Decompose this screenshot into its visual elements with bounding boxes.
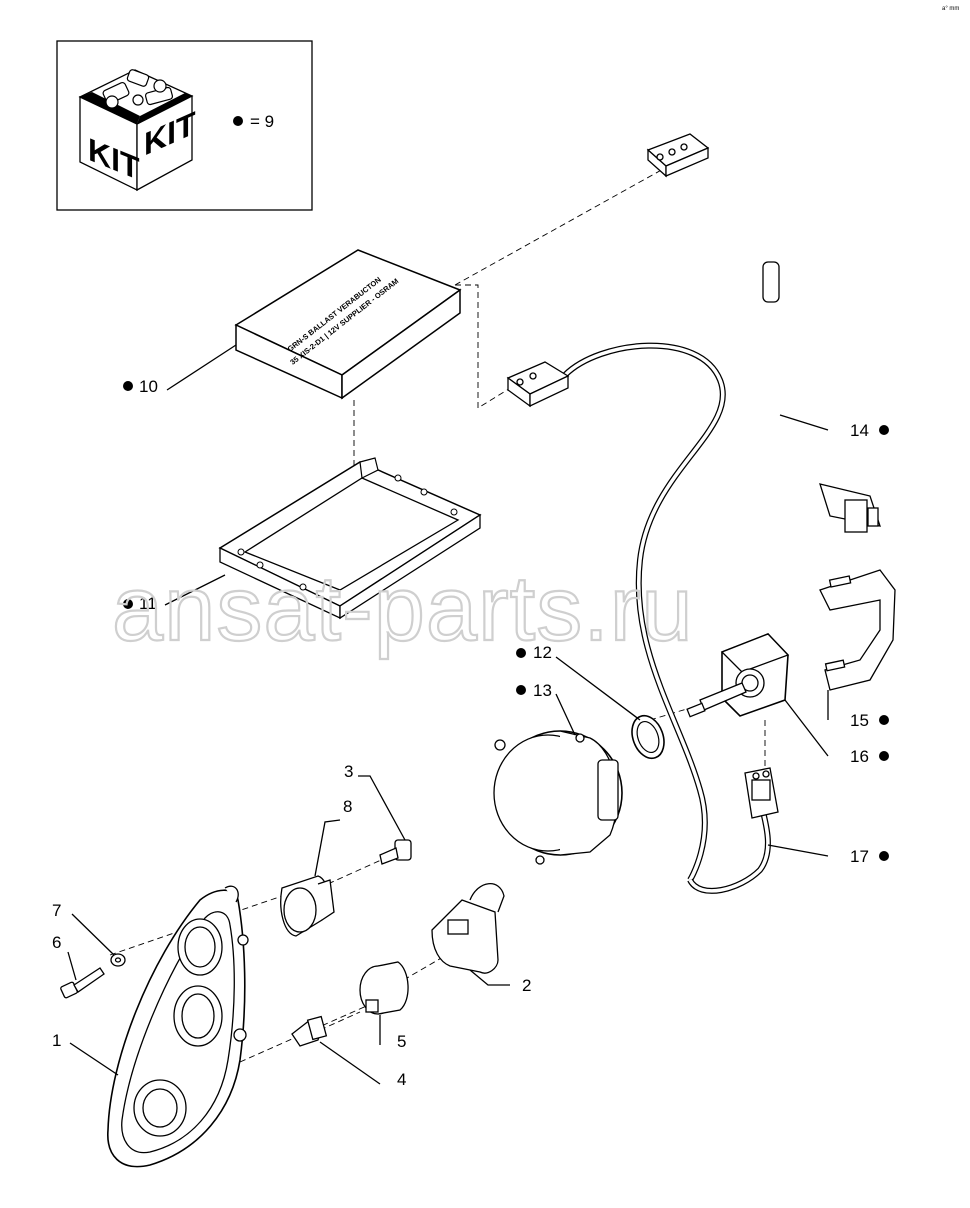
kit-box-icon: KIT KIT bbox=[78, 69, 196, 192]
callout-17: 17 bbox=[850, 847, 869, 866]
kit-legend-box: KIT KIT = 9 bbox=[56, 40, 313, 211]
connector-top bbox=[646, 133, 710, 178]
callout-7: 7 bbox=[52, 901, 61, 920]
part-10-ballast: GRN-S BALLAST VERABUCTON 35 XIS-2-D1 | 1… bbox=[234, 249, 462, 400]
part-3-screw bbox=[379, 839, 412, 865]
callout-2: 2 bbox=[522, 976, 531, 995]
leader-lines bbox=[67, 344, 829, 1085]
part-14-harness bbox=[646, 133, 881, 533]
part-8-bulb-socket bbox=[280, 875, 335, 937]
watermark: ansat-parts.ru bbox=[112, 558, 694, 660]
callout-13: 13 bbox=[533, 681, 552, 700]
part-2-holder bbox=[431, 883, 505, 974]
part-16-xenon-bulb bbox=[686, 633, 790, 718]
connector-bottom bbox=[819, 483, 881, 533]
callout-bullets bbox=[123, 381, 889, 861]
callout-10: 10 bbox=[139, 377, 158, 396]
part-13-fog-lamp bbox=[493, 730, 623, 865]
part-1-lamp-housing bbox=[107, 885, 249, 1168]
callout-1: 1 bbox=[52, 1031, 61, 1050]
callout-3: 3 bbox=[344, 762, 353, 781]
corner-mark: a° mm bbox=[942, 6, 959, 12]
callout-5: 5 bbox=[397, 1032, 406, 1051]
callout-16: 16 bbox=[850, 747, 869, 766]
callout-12: 12 bbox=[533, 643, 552, 662]
part-7-washer bbox=[110, 953, 126, 967]
callout-4: 4 bbox=[397, 1070, 406, 1089]
part-11-bracket bbox=[218, 457, 482, 620]
callout-6: 6 bbox=[52, 933, 61, 952]
callout-11: 11 bbox=[139, 594, 157, 613]
part-4-bulb bbox=[291, 1015, 328, 1047]
part-12-seal-ring bbox=[631, 714, 665, 760]
part-6-bolt bbox=[60, 967, 105, 999]
part-15-bracket bbox=[819, 569, 896, 691]
part-17-connector bbox=[744, 767, 779, 819]
kit-bullet-marker bbox=[233, 116, 243, 126]
harness-cable-right bbox=[506, 342, 771, 894]
callout-15: 15 bbox=[850, 711, 869, 730]
connector-left bbox=[506, 361, 570, 408]
callout-14: 14 bbox=[850, 421, 869, 440]
callout-8: 8 bbox=[343, 797, 352, 816]
kit-equation: = 9 bbox=[250, 112, 274, 131]
part-5-bulb-socket bbox=[359, 961, 409, 1015]
callout-labels: 1 2 3 4 5 6 7 8 10 11 12 13 14 15 16 17 bbox=[52, 377, 869, 1089]
